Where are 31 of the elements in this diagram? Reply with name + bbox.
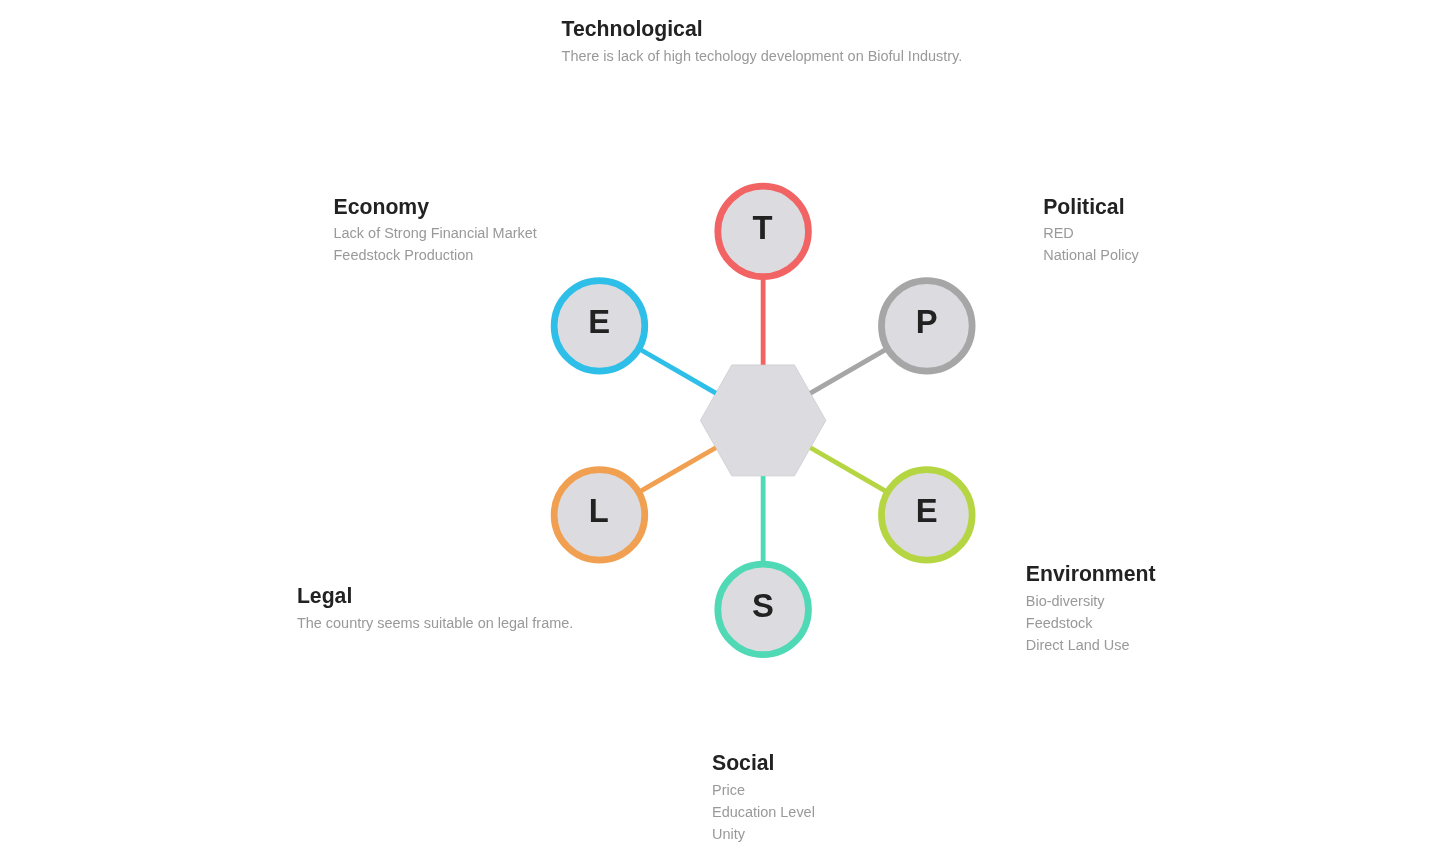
node-label: Economy (333, 194, 429, 218)
node-circle: E (878, 466, 976, 564)
node-circle: T (714, 182, 812, 281)
node-circle: E (550, 277, 649, 375)
node-label: Bio-diversity (1025, 592, 1105, 609)
connector (637, 445, 717, 495)
node-label: Unity (712, 825, 745, 842)
node-label: Technological (561, 17, 703, 41)
node-label: Lack of Strong Financial Market (333, 225, 537, 242)
connector (809, 346, 889, 396)
node-label: Direct Land Use (1025, 636, 1130, 653)
node-label: Feedstock Production (333, 247, 474, 264)
node-label: Feedstock (1025, 614, 1093, 631)
node-label: The country seems suitable on legal frame. (296, 614, 574, 631)
node-label: Education Level (712, 803, 815, 820)
connector (760, 476, 766, 564)
node-circle: P (878, 277, 976, 375)
connector (637, 346, 717, 396)
node-label: Social (712, 751, 775, 775)
node-label: Price (712, 781, 745, 798)
node-hexagon (699, 364, 827, 477)
node-label: Environment (1025, 562, 1156, 586)
connector (760, 276, 766, 365)
node-label: National Policy (1043, 247, 1139, 264)
node-label: Legal (296, 584, 353, 608)
node-label: RED (1043, 225, 1074, 242)
node-label: There is lack of high techology development on Bioful Industry. (561, 47, 963, 64)
node-circle: S (714, 560, 812, 659)
node-label: Political (1043, 194, 1125, 218)
connector (809, 445, 889, 495)
node-circle: L (550, 466, 649, 564)
